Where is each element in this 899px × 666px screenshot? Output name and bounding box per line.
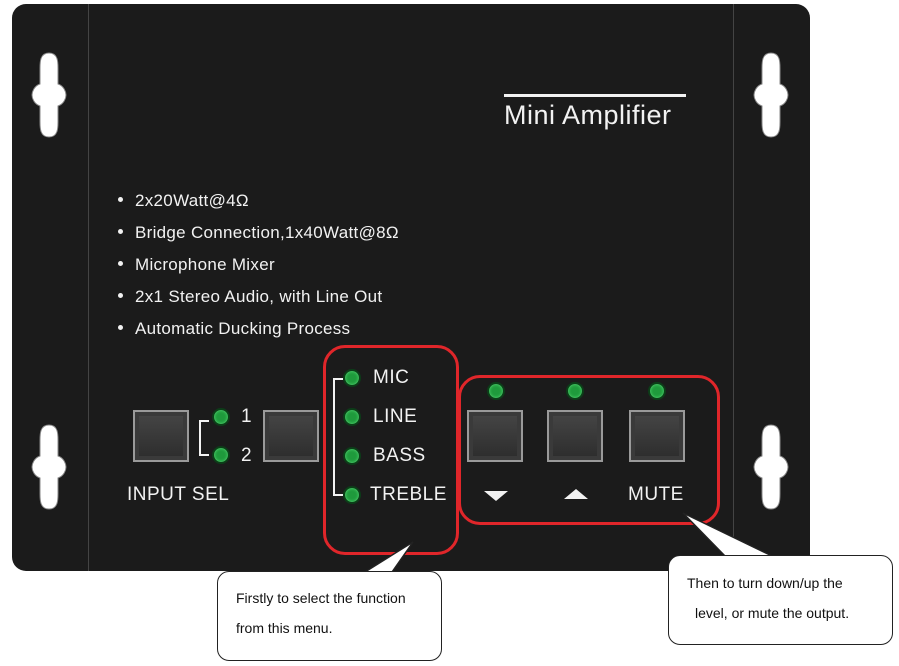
feature-text: Microphone Mixer bbox=[135, 255, 275, 274]
title-rule bbox=[504, 94, 686, 97]
treble-label: TREBLE bbox=[370, 484, 447, 505]
mute-label: MUTE bbox=[628, 484, 684, 505]
feature-text: 2x20Watt@4Ω bbox=[135, 191, 249, 210]
callout-line: from this menu. bbox=[236, 620, 333, 636]
mounting-slot-bottom-left bbox=[31, 424, 67, 510]
mounting-slot-bottom-right bbox=[753, 424, 789, 510]
feature-item: 2x20Watt@4Ω bbox=[118, 190, 399, 222]
device-front-panel bbox=[12, 4, 810, 571]
callout-line: level, or mute the output. bbox=[695, 605, 850, 621]
feature-list: 2x20Watt@4Ω Bridge Connection,1x40Watt@8… bbox=[118, 190, 399, 350]
input-select-button[interactable] bbox=[133, 410, 189, 462]
bass-led bbox=[343, 447, 361, 465]
device-title: Mini Amplifier bbox=[504, 100, 672, 130]
callout-select-function: Firstly to select the function from this… bbox=[217, 571, 442, 661]
level-controls-highlight bbox=[458, 375, 720, 525]
bullet-icon bbox=[118, 293, 123, 299]
input-2-led bbox=[212, 446, 230, 464]
volume-up-button[interactable] bbox=[547, 410, 603, 462]
function-menu-highlight bbox=[323, 345, 459, 555]
mounting-slot-top-left bbox=[31, 52, 67, 138]
callout-adjust-level: Then to turn down/up the level, or mute … bbox=[668, 555, 893, 645]
feature-text: 2x1 Stereo Audio, with Line Out bbox=[135, 287, 383, 306]
arrow-up-icon bbox=[564, 489, 588, 499]
input-1-led bbox=[212, 408, 230, 426]
input-1-label: 1 bbox=[241, 406, 253, 427]
callout-line: Then to turn down/up the bbox=[687, 575, 843, 591]
function-bracket bbox=[333, 378, 343, 496]
line-led bbox=[343, 408, 361, 426]
treble-led bbox=[343, 486, 361, 504]
mute-button[interactable] bbox=[629, 410, 685, 462]
feature-item: 2x1 Stereo Audio, with Line Out bbox=[118, 286, 399, 318]
feature-text: Automatic Ducking Process bbox=[135, 319, 351, 338]
input-bracket bbox=[199, 420, 209, 456]
bass-label: BASS bbox=[373, 445, 426, 466]
line-label: LINE bbox=[373, 406, 418, 427]
mic-led bbox=[343, 369, 361, 387]
input-2-label: 2 bbox=[241, 445, 253, 466]
function-select-button[interactable] bbox=[263, 410, 319, 462]
input-sel-label: INPUT SEL bbox=[127, 484, 230, 505]
panel-divider-left bbox=[88, 4, 89, 571]
feature-item: Microphone Mixer bbox=[118, 254, 399, 286]
mounting-slot-top-right bbox=[753, 52, 789, 138]
feature-item: Automatic Ducking Process bbox=[118, 318, 399, 350]
bullet-icon bbox=[118, 261, 123, 267]
mic-label: MIC bbox=[373, 367, 410, 388]
up-led bbox=[566, 382, 584, 400]
bullet-icon bbox=[118, 229, 123, 235]
down-led bbox=[487, 382, 505, 400]
feature-text: Bridge Connection,1x40Watt@8Ω bbox=[135, 223, 399, 242]
feature-item: Bridge Connection,1x40Watt@8Ω bbox=[118, 222, 399, 254]
arrow-down-icon bbox=[484, 491, 508, 501]
callout-line: Firstly to select the function bbox=[236, 590, 406, 606]
panel-divider-right bbox=[733, 4, 734, 571]
mute-led bbox=[648, 382, 666, 400]
bullet-icon bbox=[118, 325, 123, 331]
bullet-icon bbox=[118, 197, 123, 203]
volume-down-button[interactable] bbox=[467, 410, 523, 462]
